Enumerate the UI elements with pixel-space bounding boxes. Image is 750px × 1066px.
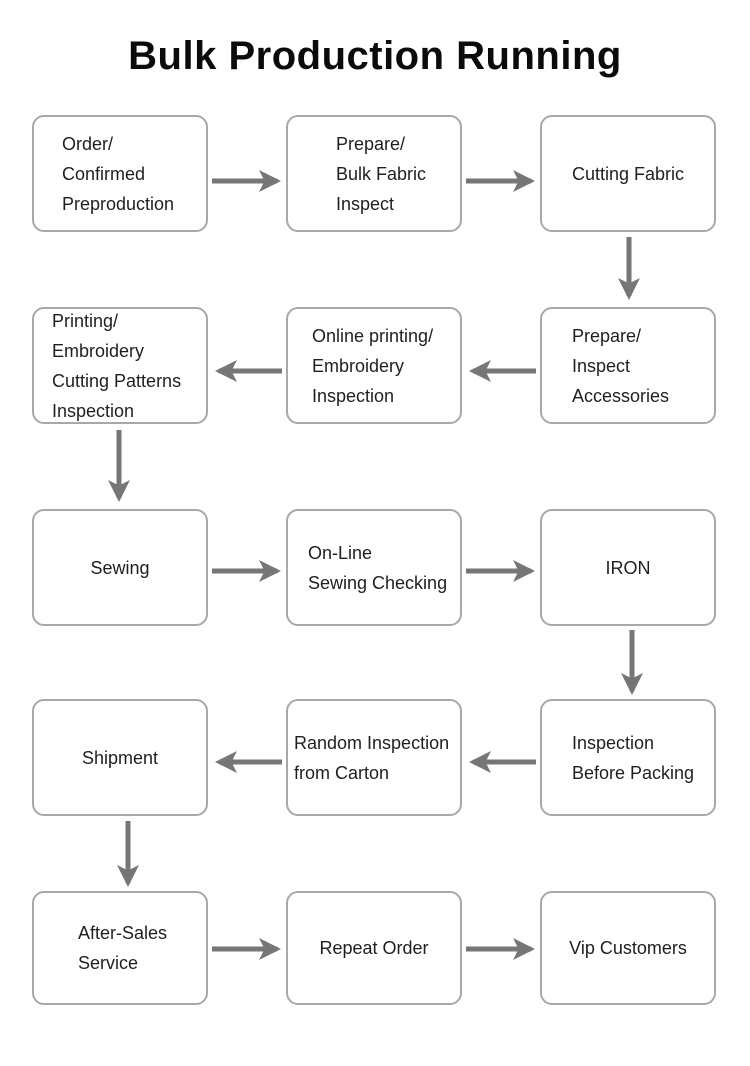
node-label: Vip Customers <box>569 938 687 958</box>
node-sewing: Sewing <box>32 509 208 626</box>
node-prepare-inspect-accessories: Prepare/ Inspect Accessories <box>540 307 716 424</box>
node-label: After-Sales Service <box>78 923 168 973</box>
node-cutting-fabric: Cutting Fabric <box>540 115 716 232</box>
node-order-confirmed-preproduction: Order/ Confirmed Preproduction <box>32 115 208 232</box>
node-label: Order/ Confirmed Preproduction <box>62 133 175 214</box>
node-label: Cutting Fabric <box>571 163 685 184</box>
node-label: Prepare/ Inspect Accessories <box>572 325 670 406</box>
node-label: Sewing <box>90 557 150 578</box>
node-on-line-sewing-checking: On-Line Sewing Checking <box>286 509 462 626</box>
node-prepare-bulk-fabric-inspect: Prepare/ Bulk Fabric Inspect <box>286 115 462 232</box>
node-random-inspection-from-carton: Random Inspection from Carton <box>286 699 462 816</box>
node-label: On-Line Sewing Checking <box>308 542 448 593</box>
node-printing-embroidery-cutting-patterns-inspection: Printing/ Embroidery Cutting Patterns In… <box>32 307 208 424</box>
page-title: Bulk Production Running <box>128 34 622 78</box>
node-label: Repeat Order <box>319 938 429 958</box>
node-label: Printing/ Embroidery Cutting Patterns In… <box>52 310 182 421</box>
node-label: Shipment <box>81 747 159 768</box>
node-label: Prepare/ Bulk Fabric Inspect <box>336 133 427 214</box>
node-shipment: Shipment <box>32 699 208 816</box>
node-vip-customers: Vip Customers <box>540 891 716 1005</box>
node-after-sales-service: After-Sales Service <box>32 891 208 1005</box>
node-label: IRON <box>605 557 651 578</box>
node-online-printing-embroidery-inspection: Online printing/ Embroidery Inspection <box>286 307 462 424</box>
node-inspection-before-packing: Inspection Before Packing <box>540 699 716 816</box>
node-label: Inspection Before Packing <box>572 732 695 783</box>
node-iron: IRON <box>540 509 716 626</box>
node-label: Online printing/ Embroidery Inspection <box>312 325 434 406</box>
node-repeat-order: Repeat Order <box>286 891 462 1005</box>
node-label: Random Inspection from Carton <box>294 732 450 783</box>
